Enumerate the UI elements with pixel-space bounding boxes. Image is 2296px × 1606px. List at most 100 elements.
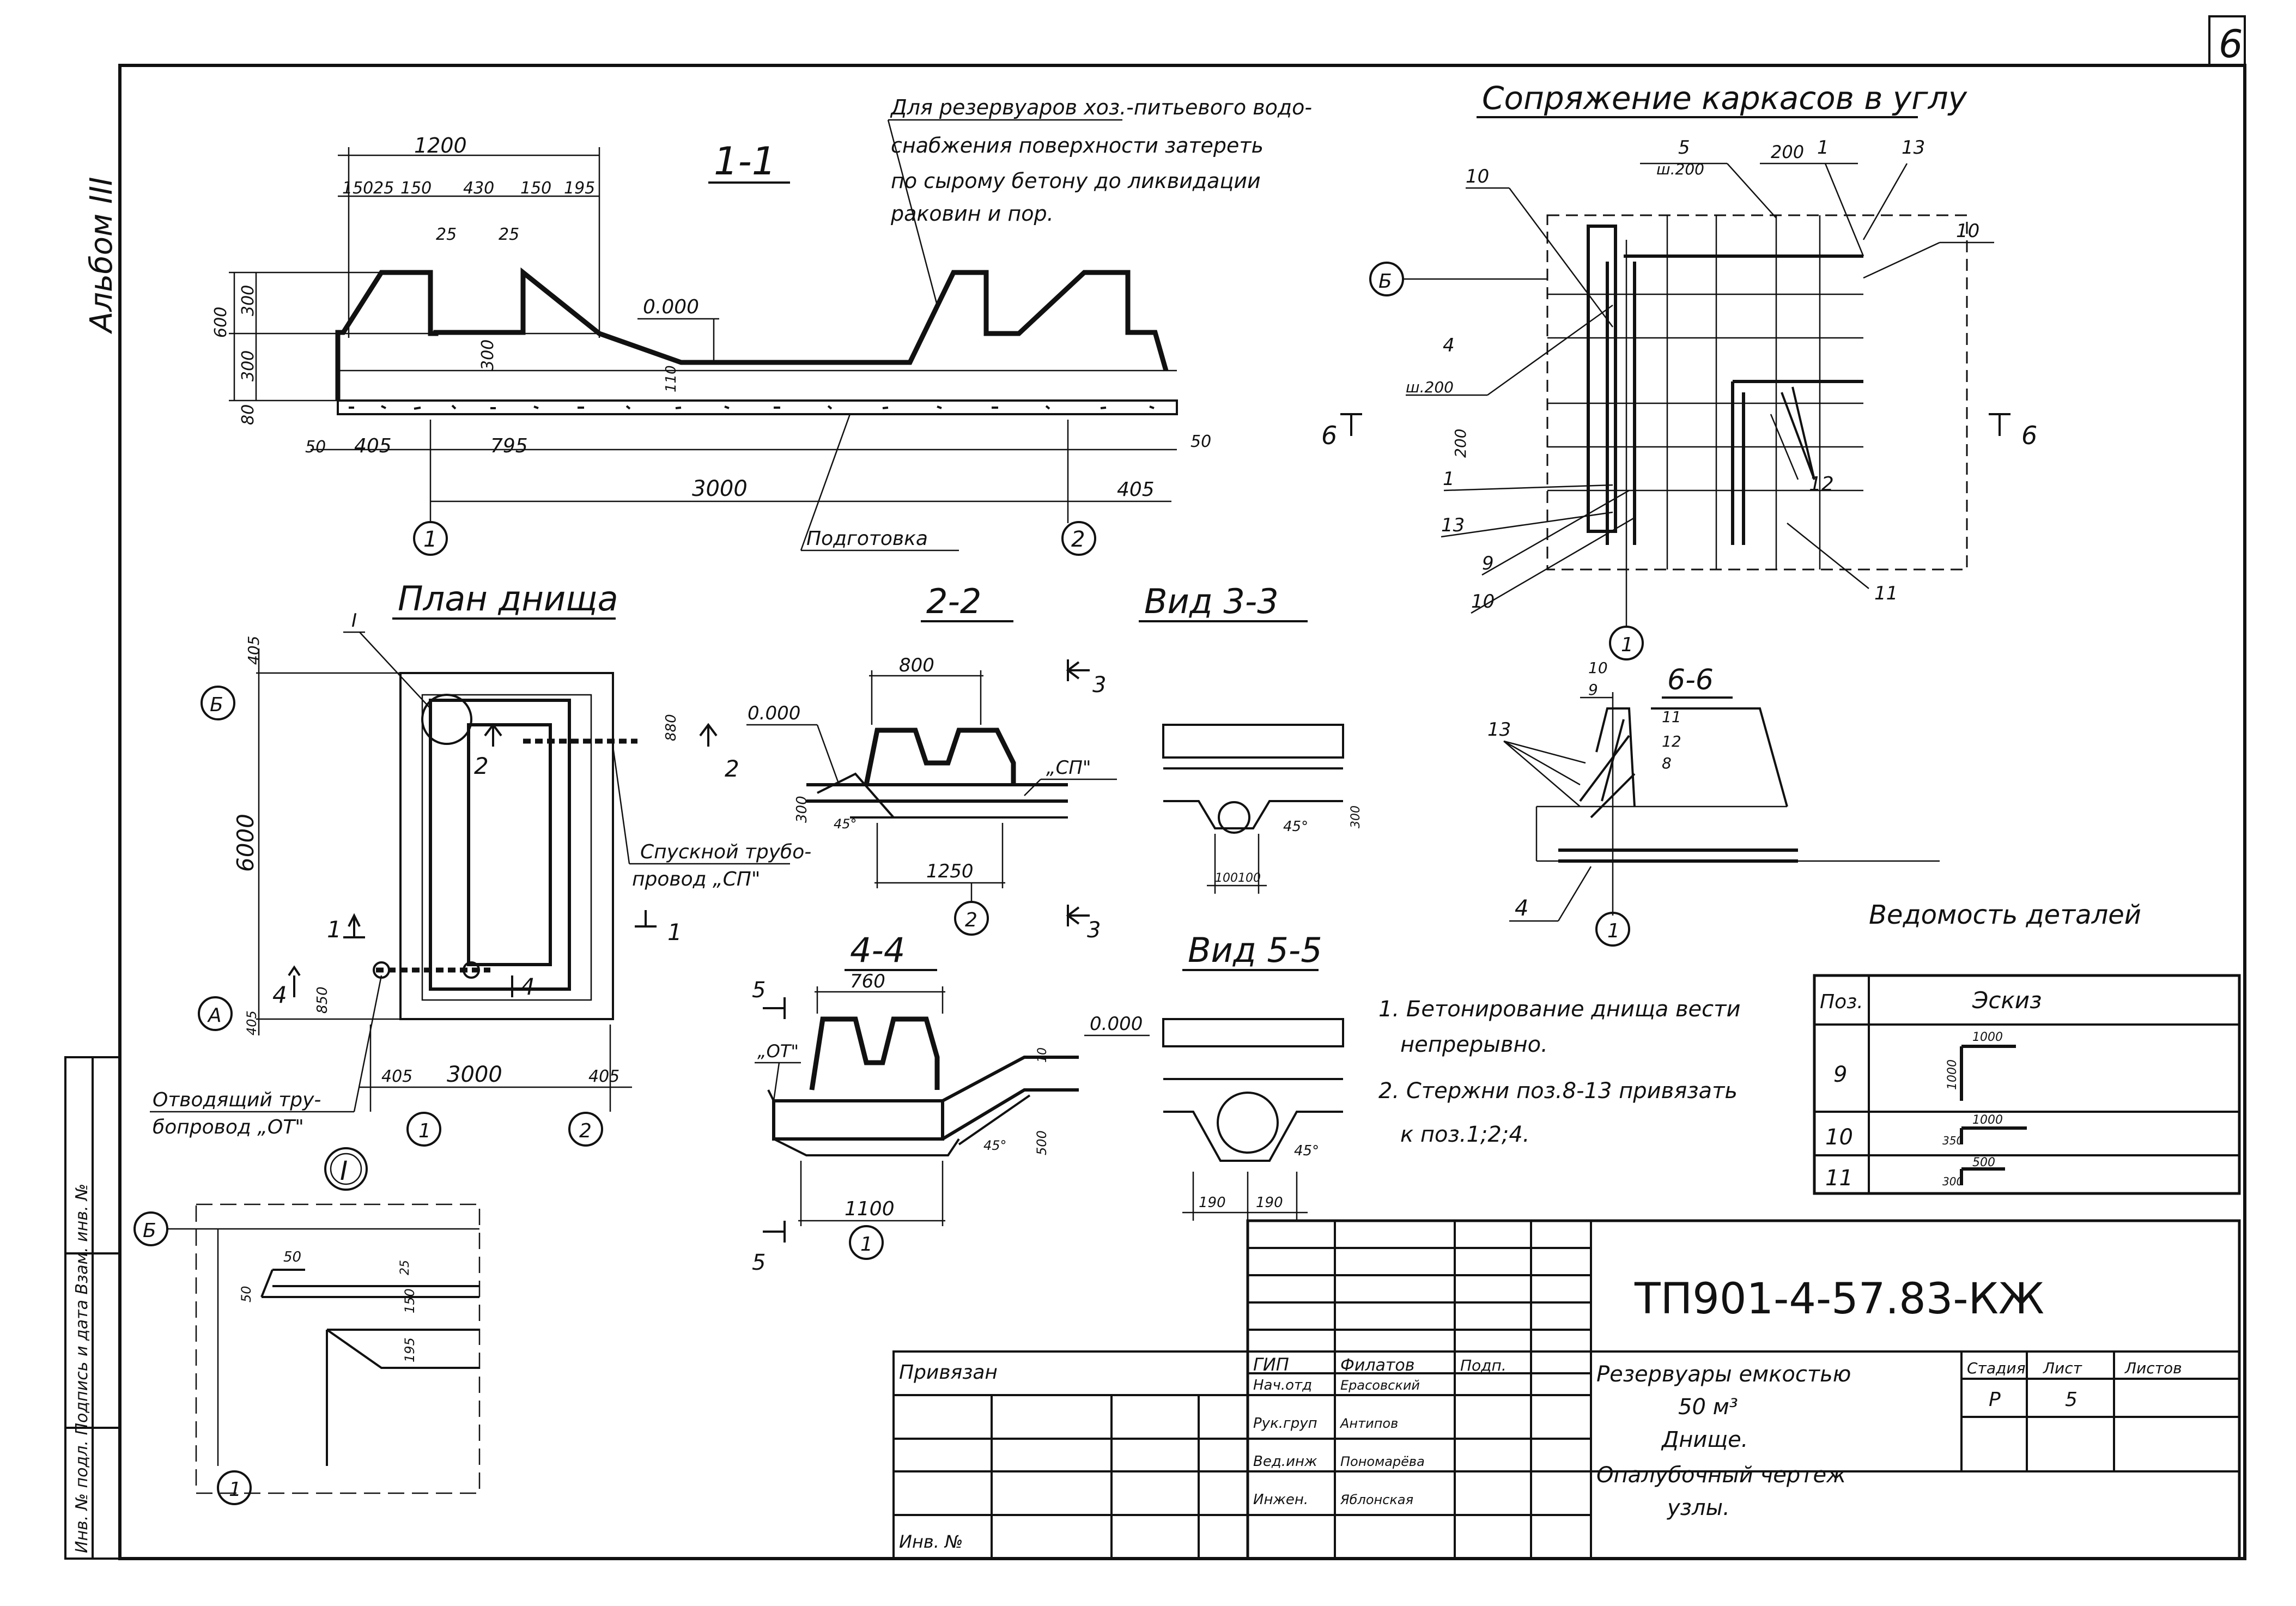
- svg-text:0.000: 0.000: [748, 702, 800, 724]
- svg-text:110: 110: [663, 365, 679, 392]
- view-3-3: Вид 3-3 100 100 45° 300: [1139, 581, 1363, 894]
- svg-text:50: 50: [305, 438, 326, 457]
- svg-text:Опалубочный чертеж: Опалубочный чертеж: [1596, 1463, 1846, 1488]
- section-1-1-title: 1-1: [714, 139, 776, 184]
- svg-text:1: 1: [229, 1478, 241, 1501]
- svg-text:300: 300: [1349, 805, 1363, 828]
- svg-text:300: 300: [478, 340, 497, 371]
- plan-title: План днища: [398, 579, 618, 619]
- svg-text:405: 405: [244, 1010, 259, 1035]
- svg-text:500: 500: [1972, 1156, 1995, 1169]
- svg-text:100: 100: [1215, 871, 1238, 885]
- svg-text:Для резервуаров хоз.-питьевого: Для резервуаров хоз.-питьевого водо-: [890, 95, 1312, 119]
- svg-text:1000: 1000: [1972, 1031, 2003, 1044]
- svg-text:50 м³: 50 м³: [1678, 1395, 1738, 1420]
- svg-text:1: 1: [423, 527, 437, 552]
- svg-text:Эскиз: Эскиз: [1972, 987, 2042, 1014]
- view-5-5: Вид 5-5 190 190 45°: [1162, 930, 1344, 1221]
- svg-text:1. Бетонирование днища вести: 1. Бетонирование днища вести: [1378, 997, 1740, 1022]
- svg-text:Б: Б: [143, 1220, 156, 1242]
- svg-text:1: 1: [327, 916, 342, 943]
- svg-text:150: 150: [342, 179, 373, 198]
- svg-text:13: 13: [1487, 719, 1511, 741]
- svg-text:Антипов: Антипов: [1339, 1416, 1398, 1431]
- schedule-title: Ведомость деталей: [1869, 900, 2141, 930]
- svg-text:25: 25: [373, 179, 394, 198]
- svg-text:4: 4: [1443, 335, 1455, 356]
- section-1-1: 1-1 1200 150 25 150 430 150 195 25 25 60…: [211, 134, 1211, 556]
- svg-text:8: 8: [1662, 754, 1672, 772]
- svg-text:195: 195: [564, 179, 595, 198]
- svg-text:13: 13: [1902, 137, 1925, 159]
- svg-text:бопровод „ОТ": бопровод „ОТ": [153, 1116, 304, 1138]
- svg-text:50: 50: [239, 1286, 254, 1302]
- svg-text:2: 2: [1071, 527, 1085, 552]
- svg-text:880: 880: [663, 714, 679, 741]
- svg-text:2: 2: [579, 1120, 592, 1142]
- svg-text:150: 150: [402, 1288, 417, 1313]
- svg-text:850: 850: [314, 986, 331, 1014]
- svg-text:200: 200: [1451, 429, 1469, 458]
- svg-text:45°: 45°: [834, 816, 857, 832]
- svg-text:1: 1: [667, 919, 682, 946]
- title-block: Привязан Инв. № ГИП Нач.отд Рук.груп Вед…: [892, 1219, 2241, 1560]
- svg-text:Днище.: Днище.: [1661, 1427, 1748, 1452]
- svg-text:45°: 45°: [1283, 819, 1308, 835]
- svg-text:1000: 1000: [1946, 1059, 1959, 1090]
- svg-text:6: 6: [2021, 421, 2037, 450]
- svg-text:1: 1: [1817, 137, 1829, 159]
- view-3-3-title: Вид 3-3: [1144, 581, 1279, 621]
- svg-text:11: 11: [1662, 708, 1681, 726]
- svg-text:Вед.инж: Вед.инж: [1253, 1453, 1317, 1470]
- svg-text:9: 9: [1833, 1062, 1847, 1087]
- svg-text:Спускной трубо-: Спускной трубо-: [640, 841, 811, 863]
- view-5-5-title: Вид 5-5: [1188, 930, 1322, 970]
- svg-text:Инжен.: Инжен.: [1253, 1492, 1308, 1508]
- svg-text:Р: Р: [1989, 1389, 2001, 1411]
- svg-text:150: 150: [400, 179, 432, 198]
- svg-text:405: 405: [245, 636, 263, 665]
- svg-text:1: 1: [1443, 468, 1455, 490]
- svg-text:Отводящий тру-: Отводящий тру-: [153, 1089, 321, 1111]
- svg-text:раковин и пор.: раковин и пор.: [890, 202, 1054, 226]
- svg-text:25: 25: [499, 225, 519, 244]
- svg-text:100: 100: [1238, 871, 1261, 885]
- svg-text:795: 795: [490, 435, 528, 457]
- svg-text:5: 5: [752, 978, 766, 1003]
- bottom-plan: План днища I 405 6000 850 880 405 Б А 40…: [150, 579, 811, 1191]
- svg-text:300: 300: [239, 285, 258, 316]
- svg-text:I: I: [340, 1156, 348, 1186]
- svg-text:13: 13: [1441, 514, 1465, 536]
- svg-text:Стадия: Стадия: [1967, 1359, 2025, 1377]
- svg-text:405: 405: [381, 1067, 412, 1086]
- svg-text:5: 5: [1678, 137, 1690, 159]
- svg-text:12: 12: [1809, 473, 1834, 495]
- svg-text:45°: 45°: [1294, 1143, 1319, 1159]
- svg-text:непрерывно.: непрерывно.: [1400, 1032, 1548, 1057]
- drawing-code: ТП901-4-57.83-КЖ: [1634, 1275, 2044, 1324]
- svg-text:5: 5: [752, 1250, 766, 1275]
- svg-text:А: А: [207, 1004, 222, 1027]
- svg-text:2: 2: [965, 909, 977, 931]
- svg-text:190: 190: [1256, 1195, 1283, 1211]
- svg-text:Б: Б: [1378, 270, 1392, 293]
- svg-text:Подготовка: Подготовка: [806, 528, 928, 550]
- svg-text:Подп.: Подп.: [1460, 1356, 1507, 1374]
- svg-text:1200: 1200: [414, 134, 467, 157]
- svg-text:ГИП: ГИП: [1253, 1354, 1289, 1375]
- svg-text:500: 500: [1034, 1130, 1049, 1155]
- svg-text:9: 9: [1588, 681, 1598, 699]
- corner-joint-detail: Сопряжение каркасов в углу 5 ш.200 200 1…: [1321, 80, 2037, 660]
- svg-text:3: 3: [1087, 918, 1101, 943]
- svg-text:25: 25: [398, 1260, 412, 1275]
- section-2-2: 2-2 800 0.000 „СП" 300 45° 1250 2 3 3: [746, 581, 1117, 943]
- svg-text:0.000: 0.000: [1090, 1013, 1143, 1035]
- svg-text:Яблонская: Яблонская: [1340, 1492, 1413, 1507]
- section-2-2-title: 2-2: [926, 581, 981, 621]
- svg-text:3: 3: [1092, 672, 1106, 698]
- svg-text:760: 760: [850, 971, 885, 992]
- svg-text:1250: 1250: [926, 860, 974, 882]
- svg-text:снабжения поверхности затереть: снабжения поверхности затереть: [891, 134, 1264, 157]
- svg-text:4: 4: [272, 981, 287, 1008]
